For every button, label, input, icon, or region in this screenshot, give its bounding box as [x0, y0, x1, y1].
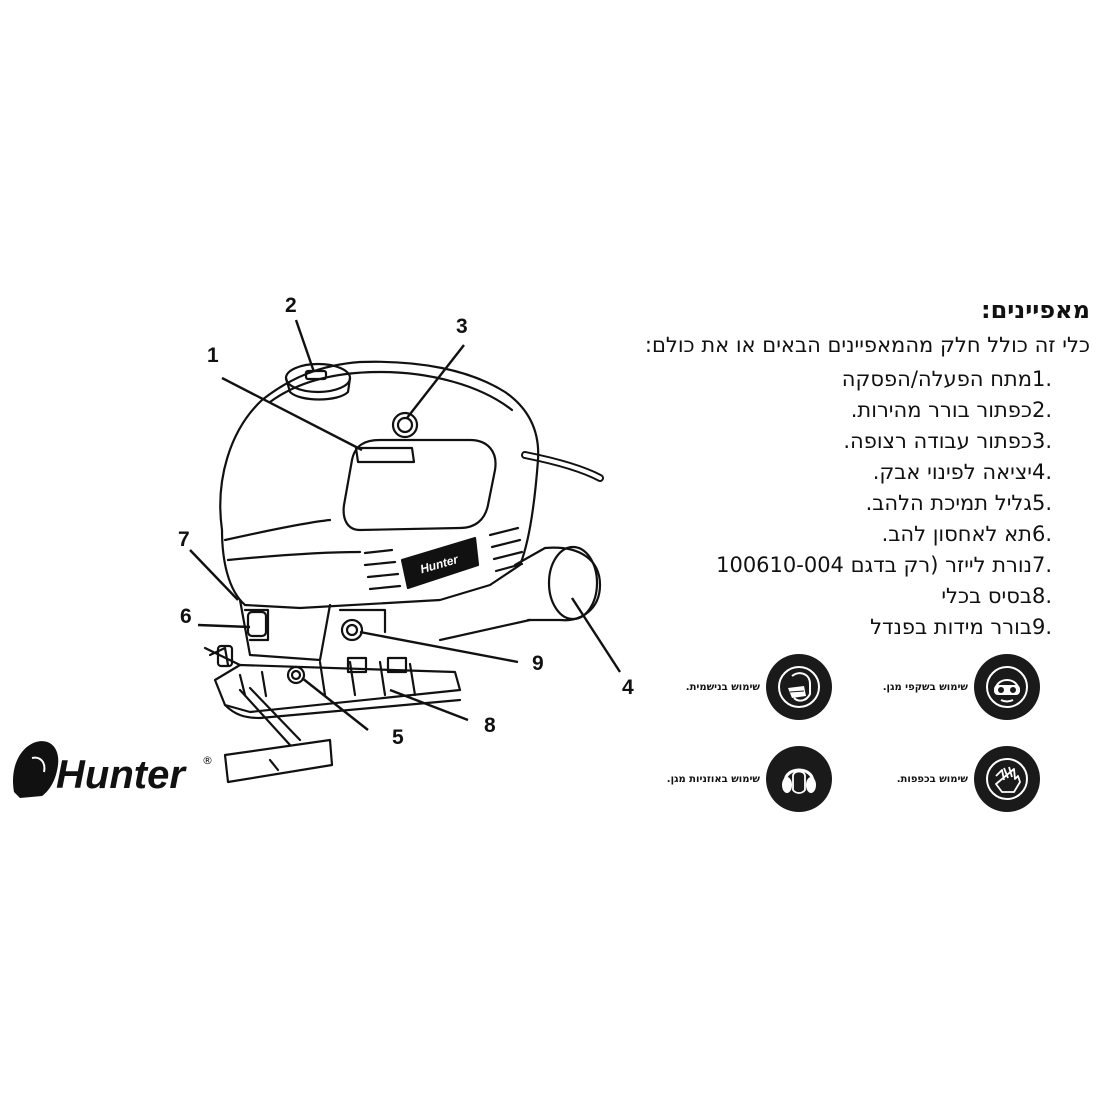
- goggles-icon: [974, 654, 1040, 720]
- jigsaw-diagram: Hunter 1 2 3 4 5 6 7 8 9 Hunter ®: [12, 294, 634, 798]
- safety-earmuffs: שימוש באוזניות מגן.: [667, 744, 832, 814]
- list-item: 6.תא לאחסון להב.: [881, 522, 1053, 546]
- callout-9: 9: [532, 652, 544, 675]
- earmuffs-label: שימוש באוזניות מגן.: [666, 773, 760, 785]
- gloves-icon: [974, 746, 1040, 812]
- mask-label: שימוש בנישמית.: [685, 681, 760, 693]
- callout-lines: [189, 319, 622, 731]
- safety-goggles: שימוש בשקפי מגן.: [880, 652, 1040, 722]
- callout-8: 8: [484, 714, 496, 737]
- list-item: 8.בסיס בכלי: [941, 584, 1053, 608]
- list-item: 4.יציאה לפינוי אבק.: [872, 460, 1053, 484]
- callout-6: 6: [180, 605, 192, 628]
- respirator-mask-icon: [766, 654, 832, 720]
- goggles-label: שימוש בשקפי מגן.: [882, 681, 968, 693]
- safety-gloves: שימוש בכפפות.: [880, 744, 1040, 814]
- features-title: מאפיינים:: [980, 296, 1090, 324]
- ear-protection-icon: [766, 746, 832, 812]
- callout-1: 1: [207, 344, 219, 367]
- callout-4: 4: [622, 676, 634, 699]
- hunter-head-icon: [12, 741, 59, 798]
- callout-5: 5: [392, 726, 404, 749]
- jigsaw-illustration: [203, 360, 604, 784]
- safety-mask: שימוש בנישמית.: [672, 652, 832, 722]
- features-section: מאפיינים: כלי זה כולל חלק מהמאפיינים הבא…: [610, 294, 1090, 643]
- feature-list: 1.מתח הפעלה/הפסקה 2.כפתור בורר מהירות. 3…: [610, 364, 1090, 643]
- list-item: 1.מתח הפעלה/הפסקה: [841, 367, 1053, 391]
- gloves-label: שימוש בכפפות.: [896, 773, 968, 785]
- logo-wordmark: Hunter: [56, 753, 187, 797]
- callout-7: 7: [178, 528, 190, 551]
- callout-3: 3: [456, 315, 468, 338]
- callout-2: 2: [285, 294, 297, 317]
- list-item: 7.נורת לייזר (רק בדגם 100610-004: [716, 553, 1053, 577]
- list-item: 9.בורר מידות בפנדל: [870, 615, 1053, 639]
- list-item: 5.גליל תמיכת הלהב.: [865, 491, 1053, 515]
- features-intro: כלי זה כולל חלק מהמאפיינים הבאים או את כ…: [644, 333, 1090, 357]
- registered-mark: ®: [202, 754, 213, 767]
- list-item: 2.כפתור בורר מהירות.: [850, 398, 1053, 422]
- list-item: 3.כפתור עבודה רצופה.: [843, 429, 1053, 453]
- hunter-logo: Hunter ®: [12, 741, 213, 798]
